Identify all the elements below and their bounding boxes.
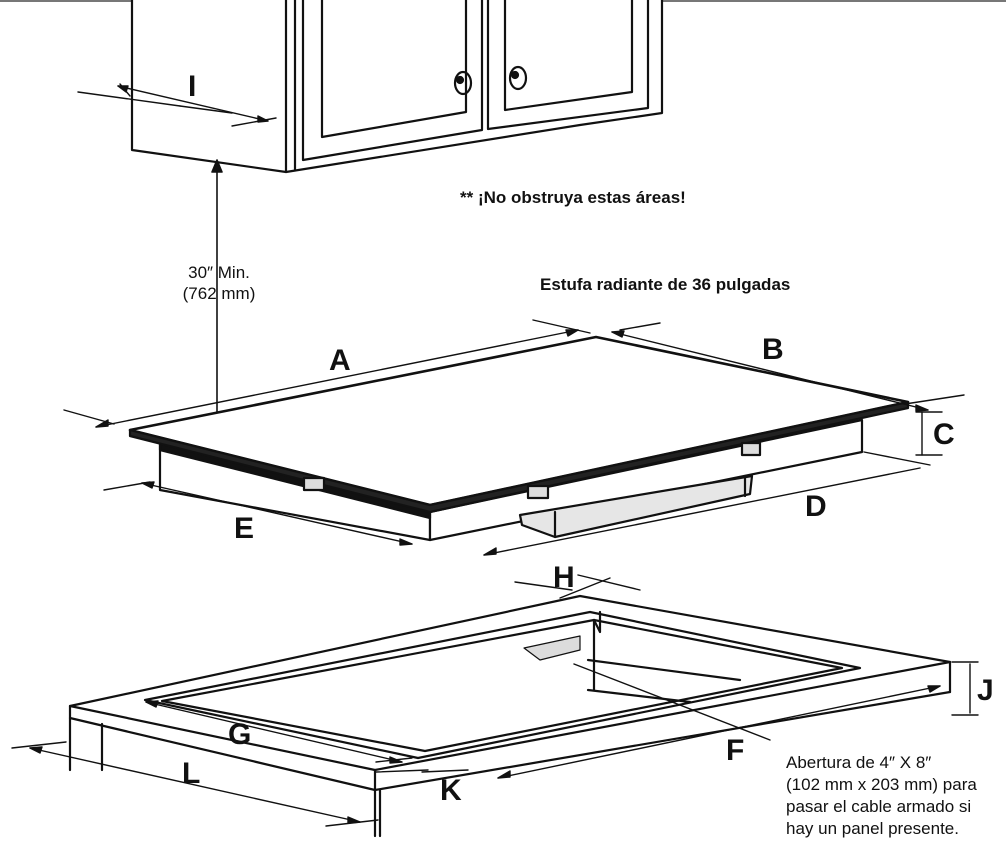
countertop — [68, 594, 952, 838]
no-obstruct-note: ** ¡No obstruya estas áreas! — [460, 188, 686, 207]
dim-D-lines — [483, 451, 931, 556]
product-title: Estufa radiante de 36 pulgadas — [540, 275, 791, 294]
dim-L-lines — [11, 741, 379, 827]
cooktop-body — [128, 335, 910, 542]
label-G: G — [228, 718, 252, 751]
knob-left — [453, 70, 473, 96]
label-J: J — [977, 674, 994, 707]
upper-cabinet — [130, 0, 664, 174]
cutout-note: Abertura de 4″ X 8″ (102 mm x 203 mm) pa… — [786, 752, 1006, 840]
dim-H-lines — [514, 574, 641, 599]
clearance-label: 30″ Min. (762 mm) — [164, 262, 274, 304]
dim-F-lines — [497, 663, 941, 779]
cutout-note-line2: (102 mm x 203 mm) para — [786, 775, 977, 794]
label-D: D — [805, 490, 827, 523]
dim-J-lines — [951, 661, 979, 716]
clearance-line2: (762 mm) — [182, 284, 256, 303]
label-E: E — [234, 512, 255, 545]
label-I: I — [188, 70, 197, 103]
clearance-line1: 30″ Min. — [188, 263, 250, 282]
dim-A-lines — [63, 319, 591, 428]
label-A: A — [329, 344, 351, 377]
dim-B-lines — [611, 322, 965, 412]
cutout-note-line1: Abertura de 4″ X 8″ — [786, 753, 932, 772]
dim-E-lines — [103, 481, 413, 546]
dim-I-lines — [77, 83, 277, 127]
label-H: H — [553, 561, 575, 594]
cutout-note-line4: hay un panel presente. — [786, 819, 959, 838]
dim-K-lines — [375, 757, 469, 773]
label-K: K — [440, 774, 462, 807]
dim-C-lines — [915, 411, 943, 456]
knob-right — [508, 65, 528, 91]
label-L: L — [182, 757, 201, 790]
cutout-note-line3: pasar el cable armado si — [786, 797, 972, 816]
label-F: F — [726, 734, 745, 767]
label-C: C — [933, 418, 955, 451]
label-B: B — [762, 333, 784, 366]
clearance-arrow — [211, 159, 223, 413]
